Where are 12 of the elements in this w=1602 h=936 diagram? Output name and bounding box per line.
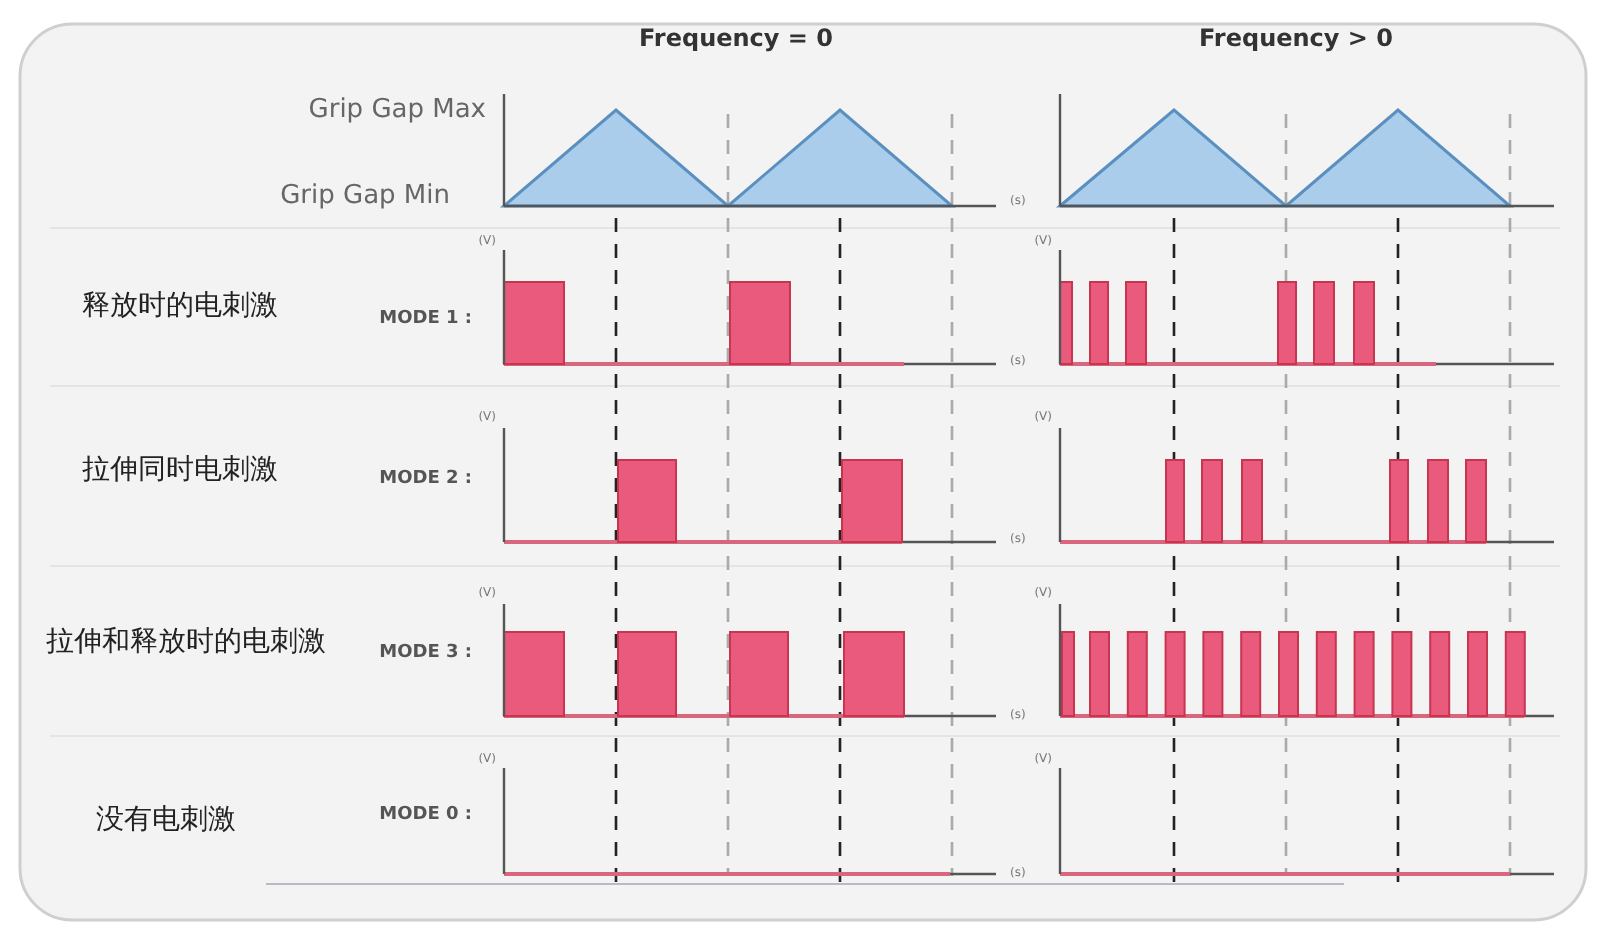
row-label: 释放时的电刺激	[82, 292, 278, 320]
row-label: 没有电刺激	[96, 806, 236, 834]
column-heading: Frequency = 0	[639, 26, 833, 50]
axis-label: Grip Gap Max	[308, 97, 486, 123]
mode-label: MODE 3 :	[379, 645, 472, 663]
axis-label: Grip Gap Min	[280, 183, 450, 209]
row-label: 拉伸同时电刺激	[82, 456, 278, 484]
mode-label: MODE 1 :	[379, 311, 472, 329]
column-heading: Frequency > 0	[1199, 26, 1393, 50]
mode-label: MODE 0 :	[379, 807, 472, 825]
mode-label: MODE 2 :	[379, 471, 472, 489]
row-label: 拉伸和释放时的电刺激	[46, 628, 326, 656]
